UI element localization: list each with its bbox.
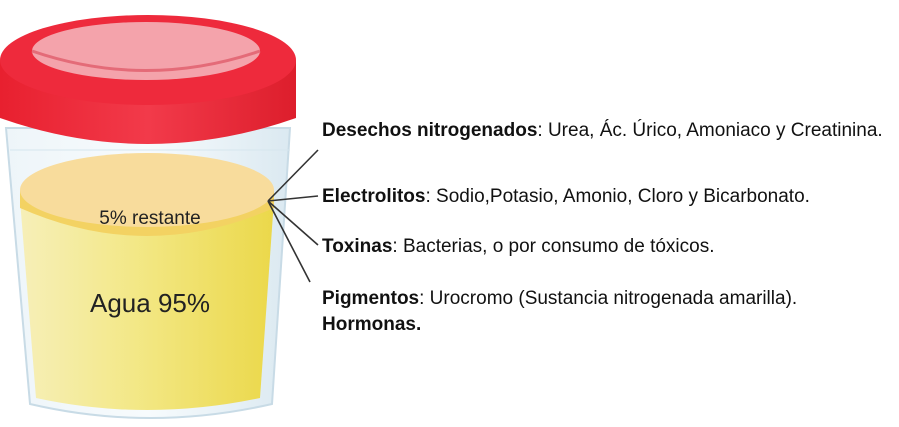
- annotation-term: Pigmentos: [322, 288, 420, 309]
- leader-line-desechos: [267, 149, 319, 202]
- annotation-detail: : Urea, Ác. Úrico, Amoniaco y Creatinina…: [537, 120, 883, 141]
- leader-lines: [267, 149, 319, 283]
- annotation-detail: : Bacterias, o por consumo de tóxicos.: [392, 236, 715, 257]
- annotation-toxinas: Toxinas: Bacterias, o por consumo de tóx…: [322, 234, 892, 260]
- leader-line-toxinas: [267, 200, 319, 246]
- annotation-term: Hormonas.: [322, 314, 422, 335]
- annotation-hormonas: Hormonas.: [322, 312, 892, 338]
- liquid-surface-band: [20, 190, 274, 236]
- liquid-body: [20, 200, 274, 410]
- annotation-term: Toxinas: [322, 236, 393, 257]
- annotation-term: Desechos nitrogenados: [322, 120, 538, 141]
- annotation-term: Electrolitos: [322, 186, 426, 207]
- liquid-surface: [20, 153, 274, 227]
- remaining-label: 5% restante: [99, 208, 200, 229]
- annotation-detail: : Urocromo (Sustancia nitrogenada amaril…: [419, 288, 798, 309]
- annotation-pigmentos: Pigmentos: Urocromo (Sustancia nitrogena…: [322, 286, 892, 312]
- water-label: Agua 95%: [90, 288, 210, 318]
- annotation-electrolitos: Electrolitos: Sodio,Potasio, Amonio, Clo…: [322, 184, 892, 210]
- leader-line-pigmentos: [267, 200, 311, 283]
- leader-line-electrolitos: [267, 195, 319, 202]
- annotation-desechos-nitrogenados: Desechos nitrogenados: Urea, Ác. Úrico, …: [322, 118, 892, 144]
- annotation-detail: : Sodio,Potasio, Amonio, Cloro y Bicarbo…: [425, 186, 810, 207]
